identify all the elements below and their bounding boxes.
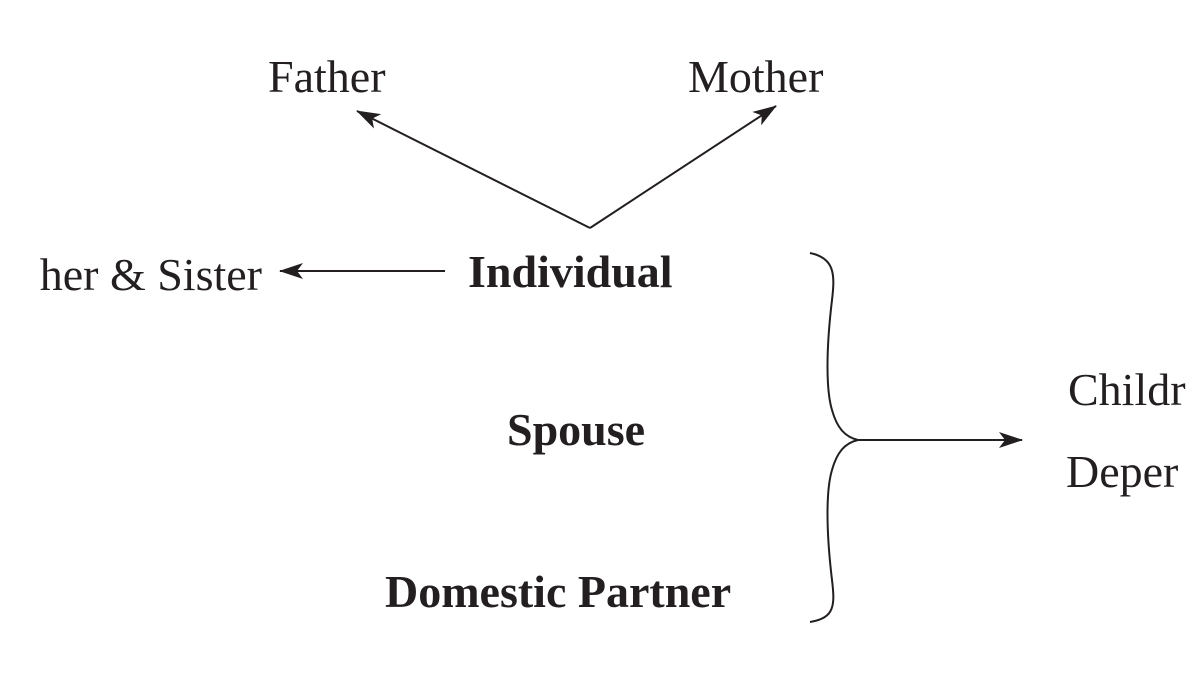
node-brother-sister: her & Sister (40, 249, 262, 300)
node-mother: Mother (688, 51, 823, 102)
node-children: Childr (1068, 364, 1186, 415)
arrow-to-father (356, 110, 591, 229)
node-spouse: Spouse (507, 404, 645, 455)
grouping-brace (809, 252, 859, 623)
arrow-to-mother (589, 105, 777, 229)
node-dependents: Deper (1066, 446, 1178, 497)
node-individual: Individual (468, 246, 673, 297)
node-domestic-partner: Domestic Partner (385, 566, 731, 617)
node-father: Father (268, 51, 386, 102)
